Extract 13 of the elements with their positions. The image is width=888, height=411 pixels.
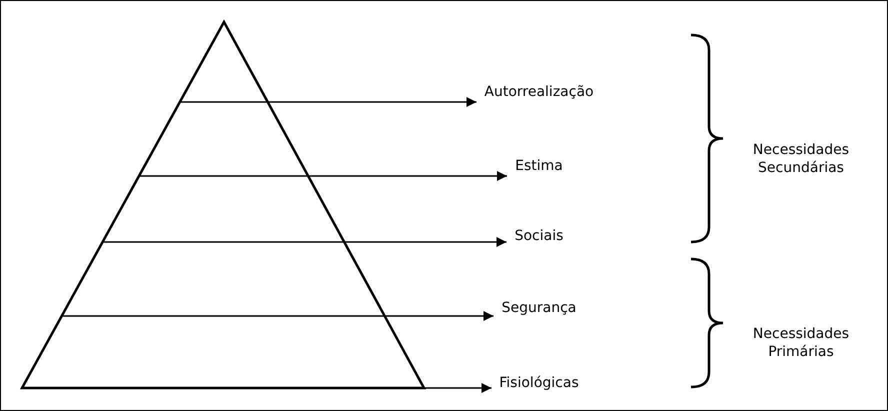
level-label: Segurança [502,299,576,317]
arrow [344,237,506,247]
arrow [268,97,476,107]
pyramid-drawing [20,19,426,390]
level-label: Autorrealização [484,83,594,101]
arrow [308,171,507,181]
level-label: Fisiológicas [499,374,579,392]
group-label: Necessidades Primárias [752,325,850,361]
level-label: Sociais [514,227,564,245]
arrow [384,311,494,321]
group-label: Necessidades Secundárias [752,140,850,176]
arrow [424,383,492,393]
level-label: Estima [515,157,563,175]
